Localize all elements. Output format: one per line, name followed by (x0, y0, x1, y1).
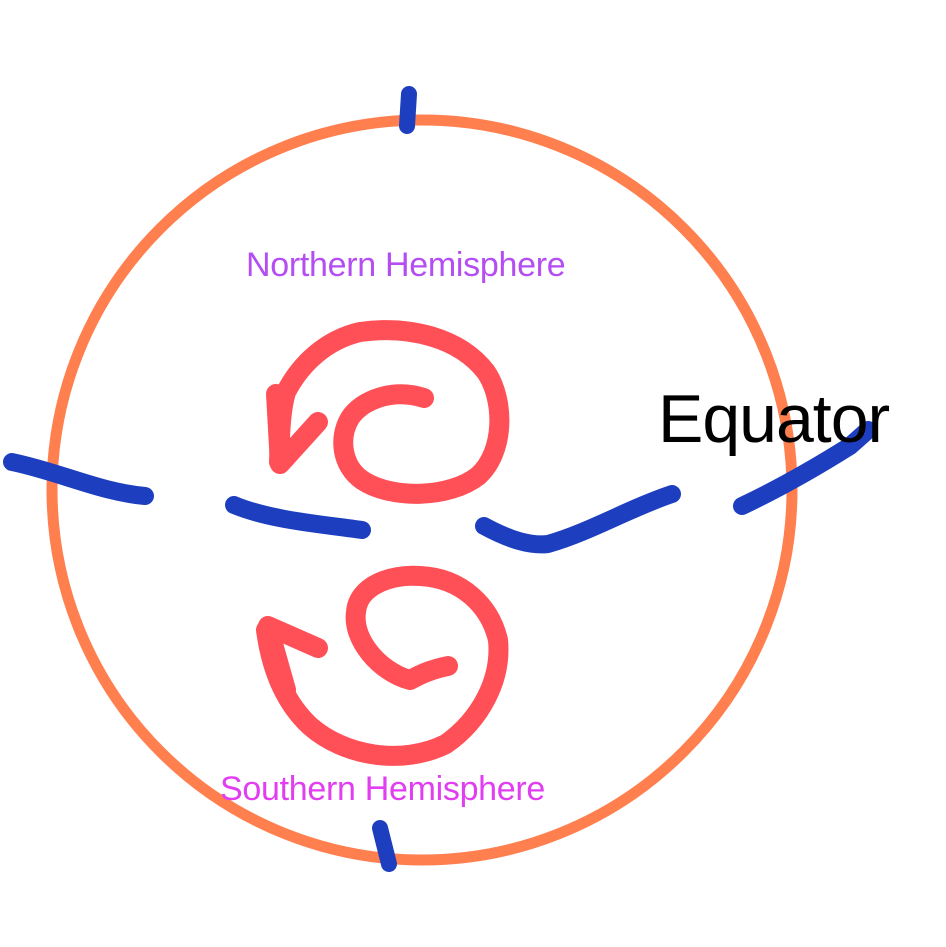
northern-rotation-arrow (266, 320, 510, 504)
northern-spiral (269, 320, 510, 504)
equator-dash (733, 421, 877, 515)
south-pole-tick (372, 820, 397, 872)
northern-arrowhead (266, 384, 328, 474)
southern-hemisphere-label: Southern Hemisphere (220, 770, 546, 808)
equator-line (3, 421, 877, 554)
northern-hemisphere-label: Northern Hemisphere (246, 246, 566, 284)
equator-label: Equator (658, 381, 890, 457)
equator-dash (475, 485, 681, 554)
north-pole-tick (399, 86, 417, 134)
southern-spiral (256, 565, 509, 766)
equator-dash (225, 496, 371, 539)
southern-rotation-arrow (256, 565, 509, 766)
southern-arrowhead (258, 616, 328, 700)
equator-dash (3, 453, 154, 505)
